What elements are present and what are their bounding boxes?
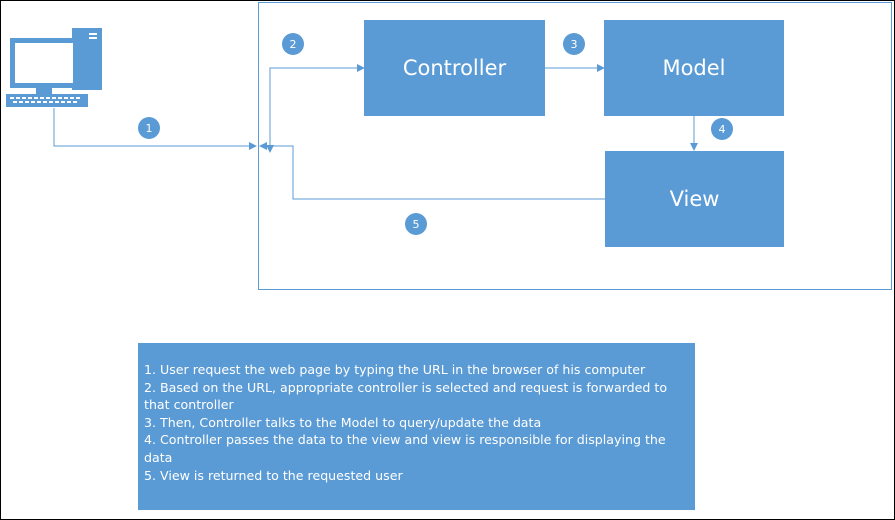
note-line: 1. User request the web page by typing t… — [144, 362, 646, 377]
step-badge-5: 5 — [405, 213, 427, 235]
computer-icon — [6, 28, 102, 107]
arrow-step-2 — [269, 64, 365, 146]
view-box: View — [605, 151, 784, 247]
step-badge-3: 3 — [563, 33, 585, 55]
step-badge-1: 1 — [138, 117, 160, 139]
note-line: 3. Then, Controller talks to the Model t… — [144, 414, 542, 430]
note-line: 5. View is returned to the requested use… — [144, 467, 403, 483]
step-badge-2: 2 — [282, 33, 304, 55]
explanation-notes: 1. User request the web page by typing t… — [138, 343, 695, 510]
controller-box: Controller — [364, 20, 545, 116]
note-line: 4. Controller passes the data to the vie… — [144, 432, 666, 448]
controller-label: Controller — [402, 56, 507, 80]
note-line: that controller — [144, 397, 234, 413]
view-label: View — [669, 187, 720, 211]
step-badge-4: 4 — [711, 118, 733, 140]
model-box: Model — [604, 20, 784, 116]
server-boundary — [258, 2, 892, 290]
arrow-step-5 — [259, 142, 605, 200]
arrow-step-1 — [53, 108, 257, 150]
note-line: data — [144, 449, 173, 465]
model-label: Model — [662, 56, 726, 80]
note-line: 2. Based on the URL, appropriate control… — [144, 379, 668, 395]
